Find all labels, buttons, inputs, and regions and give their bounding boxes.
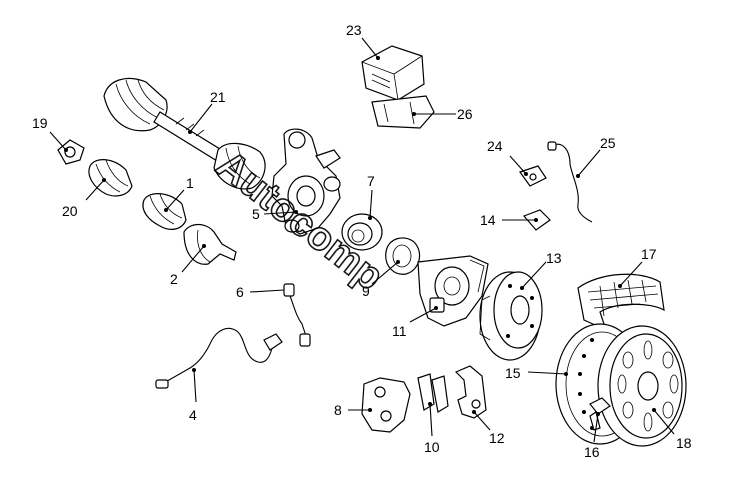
callout-10: 10 <box>424 439 440 455</box>
knuckle-5 <box>271 128 341 235</box>
callout-4: 4 <box>189 407 197 423</box>
callout-16: 16 <box>584 444 600 460</box>
callout-17: 17 <box>641 246 657 262</box>
abs-module-23 <box>361 45 425 101</box>
callout-8: 8 <box>334 402 342 418</box>
callout-19: 19 <box>32 115 48 131</box>
callout-25: 25 <box>600 135 616 151</box>
callout-1: 1 <box>186 175 194 191</box>
callout-12: 12 <box>489 430 505 446</box>
cv-joint-2 <box>183 223 237 265</box>
callout-5: 5 <box>252 206 260 222</box>
brake-cover-17 <box>577 273 665 332</box>
splash-shield-11 <box>417 255 489 327</box>
callout-15: 15 <box>505 365 521 381</box>
fitting-19 <box>57 139 85 165</box>
sensor-cable-25 <box>547 141 593 223</box>
drive-shaft-21 <box>103 77 266 190</box>
wheel-sensor-4 <box>155 327 283 389</box>
small-boot-20 <box>88 159 133 197</box>
callout-24: 24 <box>487 138 503 154</box>
callout-18: 18 <box>676 435 692 451</box>
brake-hose-6 <box>283 283 311 347</box>
callout-9: 9 <box>362 283 370 299</box>
callout-6: 6 <box>236 284 244 300</box>
callout-21: 21 <box>210 89 226 105</box>
callout-20: 20 <box>62 203 78 219</box>
callout-23: 23 <box>346 22 362 38</box>
callout-7: 7 <box>367 173 375 189</box>
callout-11: 11 <box>392 323 407 339</box>
callout-13: 13 <box>546 250 562 266</box>
caliper-carrier-12 <box>454 365 487 419</box>
cv-boot-1 <box>142 193 187 230</box>
bearing-7 <box>341 213 383 251</box>
hub-13 <box>479 271 543 361</box>
road-wheel-18 <box>597 325 687 447</box>
brake-pads-10 <box>417 373 449 413</box>
sensor-24 <box>519 165 547 187</box>
circlip-9 <box>385 237 421 275</box>
callout-26: 26 <box>457 106 473 122</box>
abs-bracket-26 <box>371 95 435 129</box>
callout-2: 2 <box>170 271 178 287</box>
callout-14: 14 <box>480 212 496 228</box>
wheel-bolt-16 <box>589 397 611 431</box>
caliper-8 <box>361 377 411 433</box>
